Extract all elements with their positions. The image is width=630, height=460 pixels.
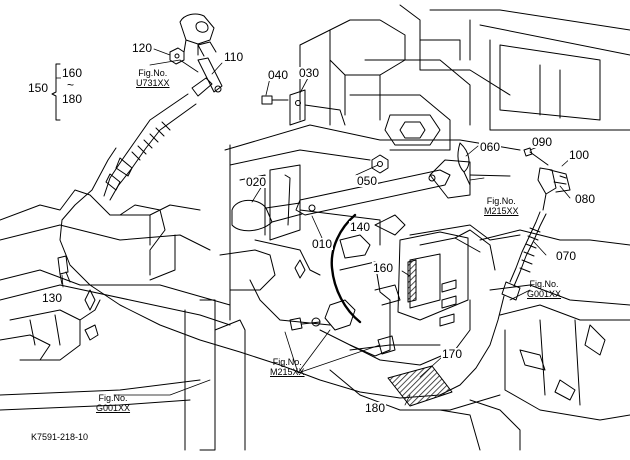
part-label-040: 040 bbox=[267, 68, 290, 82]
part-label-140: 140 bbox=[349, 220, 372, 234]
part-label-030: 030 bbox=[298, 66, 321, 80]
center-bracket bbox=[219, 164, 521, 366]
part-label-160: 160 bbox=[372, 261, 395, 275]
part-label-tilde: ~ bbox=[66, 78, 76, 92]
part-label-080: 080 bbox=[574, 192, 597, 206]
part-label-050: 050 bbox=[356, 174, 379, 188]
fig-ref-number: M215XX bbox=[270, 367, 305, 377]
part-label-070: 070 bbox=[555, 249, 578, 263]
leader-lines bbox=[55, 48, 573, 406]
part-030-bracket bbox=[261, 89, 346, 126]
part-140-curved-rod bbox=[330, 213, 362, 324]
right-lower-frame bbox=[439, 229, 630, 451]
fig-ref-label: Fig.No. bbox=[272, 357, 302, 367]
fig-ref-u731: Fig.No. U731XX bbox=[136, 68, 170, 88]
part-150-upper-cable bbox=[103, 77, 213, 201]
part-label-120: 120 bbox=[131, 41, 154, 55]
part-label-060: 060 bbox=[479, 140, 502, 154]
part-label-010: 010 bbox=[311, 237, 334, 251]
part-130-clamp bbox=[57, 255, 71, 285]
part-010-lever-arm bbox=[295, 159, 511, 216]
fig-ref-label: Fig.No. bbox=[98, 393, 128, 403]
part-050-pivot bbox=[371, 154, 389, 174]
part-label-150: 150 bbox=[27, 81, 50, 95]
part-120-nut bbox=[169, 47, 185, 65]
lower-housing bbox=[329, 229, 501, 411]
fig-ref-label: Fig.No. bbox=[529, 279, 559, 289]
part-label-090: 090 bbox=[531, 135, 554, 149]
part-label-110: 110 bbox=[223, 50, 245, 64]
lower-bracket bbox=[289, 261, 401, 357]
fig-ref-m215-upper: Fig.No. M215XX bbox=[484, 196, 519, 216]
part-070-cable-adjuster bbox=[59, 147, 547, 399]
fig-ref-m215-lower: Fig.No. M215XX bbox=[270, 357, 305, 377]
upper-housing bbox=[179, 13, 215, 56]
fig-ref-number: M215XX bbox=[484, 206, 519, 216]
part-label-160-group: 160 bbox=[61, 66, 84, 80]
part-label-180: 180 bbox=[364, 401, 387, 415]
part-label-170: 170 bbox=[441, 347, 464, 361]
fig-ref-label: Fig.No. bbox=[486, 196, 516, 206]
fig-ref-number: U731XX bbox=[136, 78, 170, 88]
fig-ref-g001-left: Fig.No. G001XX bbox=[96, 393, 130, 413]
group-brace bbox=[51, 63, 61, 121]
part-080-clevis bbox=[537, 167, 571, 211]
part-090-pin bbox=[523, 147, 549, 166]
part-label-130: 130 bbox=[41, 291, 64, 305]
fig-ref-number: G001XX bbox=[96, 403, 131, 413]
fig-ref-number: G001XX bbox=[527, 289, 562, 299]
part-160-plate bbox=[397, 231, 469, 327]
part-180-label-plate bbox=[387, 365, 453, 407]
part-label-100: 100 bbox=[568, 148, 591, 162]
drawing-code: K7591-218-10 bbox=[31, 432, 89, 442]
part-label-180-group: 180 bbox=[61, 92, 84, 106]
part-060-pin bbox=[457, 142, 471, 186]
left-frame bbox=[0, 189, 246, 451]
part-label-020: 020 bbox=[245, 175, 268, 189]
part-020-knob bbox=[231, 199, 303, 232]
fig-ref-label: Fig.No. bbox=[138, 68, 168, 78]
upper-frame bbox=[224, 4, 630, 321]
fig-ref-g001-right: Fig.No. G001XX bbox=[527, 279, 561, 299]
